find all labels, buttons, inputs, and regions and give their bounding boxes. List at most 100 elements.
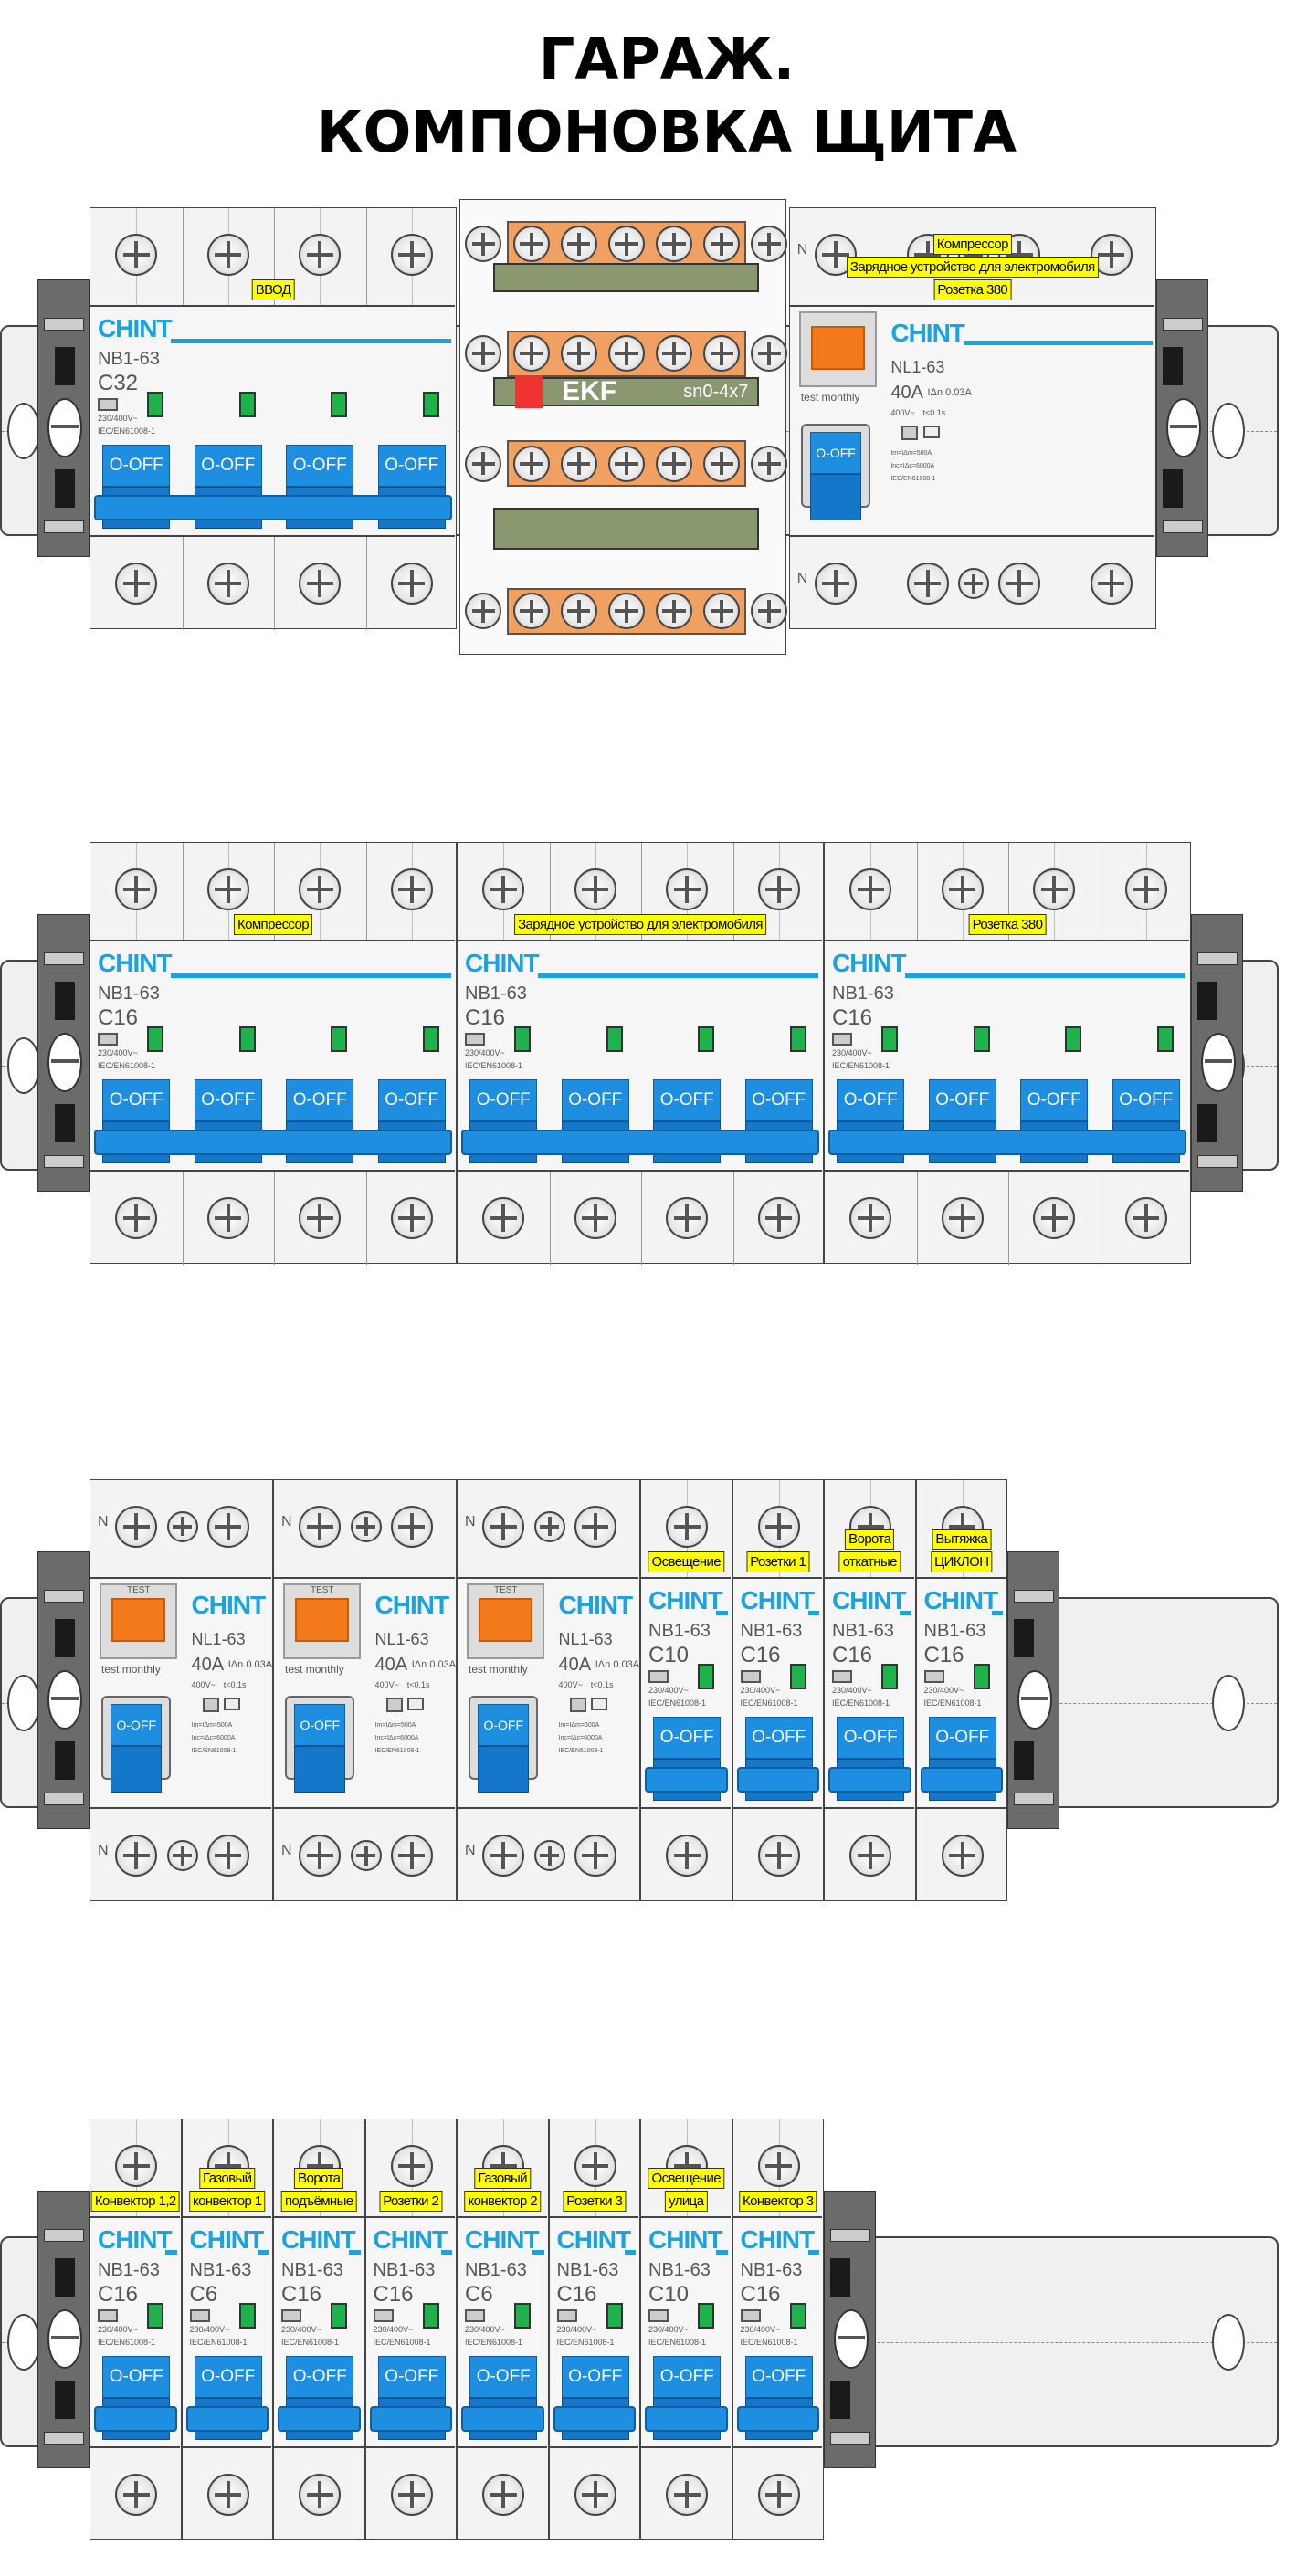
- toggle-lever[interactable]: O-OFF: [102, 1078, 171, 1121]
- toggle-lever-base[interactable]: [111, 1746, 163, 1793]
- terminal-screw-icon[interactable]: [299, 233, 342, 276]
- terminal-screw-icon[interactable]: [1090, 563, 1133, 605]
- toggle-link-bar[interactable]: [94, 495, 452, 520]
- toggle-lever[interactable]: O-OFF: [294, 1703, 346, 1747]
- toggle-lever[interactable]: O-OFF: [111, 1703, 163, 1747]
- clamp-screw-icon[interactable]: [1165, 397, 1201, 457]
- terminal-screw-icon[interactable]: [166, 1510, 198, 1542]
- terminal-screw-icon[interactable]: [482, 1505, 525, 1548]
- toggle-lever-base[interactable]: [294, 1746, 346, 1793]
- terminal-screw-icon[interactable]: [299, 2474, 342, 2517]
- terminal-screw-icon[interactable]: [390, 233, 433, 276]
- toggle-link-bar[interactable]: [553, 2406, 636, 2432]
- terminal-screw-icon[interactable]: [299, 1197, 342, 1240]
- terminal-screw-icon[interactable]: [656, 335, 693, 373]
- terminal-screw-icon[interactable]: [574, 2144, 616, 2187]
- terminal-screw-icon[interactable]: [465, 226, 502, 263]
- terminal-screw-icon[interactable]: [574, 1197, 616, 1240]
- terminal-screw-icon[interactable]: [1124, 867, 1167, 910]
- clamp-screw-icon[interactable]: [1017, 1669, 1052, 1730]
- toggle-link-bar[interactable]: [828, 1767, 911, 1793]
- toggle-lever-base[interactable]: [809, 474, 862, 520]
- toggle-link-bar[interactable]: [461, 1130, 819, 1155]
- terminal-screw-icon[interactable]: [482, 2474, 525, 2517]
- terminal-screw-icon[interactable]: [390, 2474, 433, 2517]
- toggle-link-bar[interactable]: [185, 2406, 269, 2432]
- terminal-screw-icon[interactable]: [941, 867, 984, 910]
- toggle-lever[interactable]: O-OFF: [194, 1078, 262, 1121]
- terminal-screw-icon[interactable]: [115, 1835, 158, 1877]
- toggle-link-bar[interactable]: [369, 2406, 452, 2432]
- toggle-lever[interactable]: O-OFF: [286, 1078, 354, 1121]
- toggle-lever[interactable]: O-OFF: [377, 444, 446, 487]
- clamp-screw-icon[interactable]: [47, 397, 82, 457]
- terminal-screw-icon[interactable]: [574, 867, 616, 910]
- clamp-screw-icon[interactable]: [47, 1032, 82, 1092]
- terminal-screw-icon[interactable]: [751, 335, 788, 373]
- test-button[interactable]: [295, 1598, 350, 1642]
- terminal-screw-icon[interactable]: [115, 867, 158, 910]
- terminal-screw-icon[interactable]: [350, 1510, 382, 1542]
- terminal-screw-icon[interactable]: [512, 593, 550, 630]
- toggle-lever[interactable]: O-OFF: [377, 2355, 446, 2398]
- toggle-link-bar[interactable]: [920, 1767, 1003, 1793]
- terminal-screw-icon[interactable]: [206, 1197, 249, 1240]
- toggle-lever[interactable]: O-OFF: [102, 2355, 171, 2398]
- terminal-screw-icon[interactable]: [607, 335, 645, 373]
- toggle-link-bar[interactable]: [94, 1130, 452, 1155]
- terminal-screw-icon[interactable]: [757, 2144, 800, 2187]
- toggle-lever[interactable]: O-OFF: [744, 1078, 813, 1121]
- terminal-screw-icon[interactable]: [482, 1197, 525, 1240]
- terminal-screw-icon[interactable]: [166, 1840, 198, 1872]
- toggle-lever[interactable]: O-OFF: [102, 444, 171, 487]
- toggle-lever[interactable]: O-OFF: [561, 2355, 629, 2398]
- terminal-screw-icon[interactable]: [560, 335, 597, 373]
- terminal-screw-icon[interactable]: [299, 1505, 342, 1548]
- toggle-lever[interactable]: O-OFF: [1020, 1078, 1089, 1121]
- terminal-screw-icon[interactable]: [1124, 1197, 1167, 1240]
- terminal-screw-icon[interactable]: [757, 1505, 800, 1548]
- terminal-screw-icon[interactable]: [482, 1835, 525, 1877]
- terminal-screw-icon[interactable]: [656, 226, 693, 263]
- end-clamp[interactable]: [37, 1551, 90, 1830]
- terminal-screw-icon[interactable]: [390, 563, 433, 605]
- terminal-screw-icon[interactable]: [666, 2474, 709, 2517]
- toggle-lever[interactable]: O-OFF: [837, 1078, 905, 1121]
- terminal-screw-icon[interactable]: [757, 2474, 800, 2517]
- terminal-screw-icon[interactable]: [533, 1510, 565, 1542]
- terminal-screw-icon[interactable]: [666, 1835, 709, 1877]
- test-button[interactable]: [111, 1598, 166, 1642]
- end-clamp[interactable]: [1191, 913, 1243, 1193]
- terminal-screw-icon[interactable]: [560, 445, 597, 482]
- terminal-screw-icon[interactable]: [906, 563, 949, 605]
- terminal-screw-icon[interactable]: [533, 1840, 565, 1872]
- terminal-screw-icon[interactable]: [390, 867, 433, 910]
- toggle-lever[interactable]: O-OFF: [809, 431, 862, 475]
- terminal-screw-icon[interactable]: [115, 563, 158, 605]
- terminal-screw-icon[interactable]: [299, 563, 342, 605]
- toggle-lever[interactable]: O-OFF: [653, 1078, 722, 1121]
- terminal-screw-icon[interactable]: [206, 867, 249, 910]
- toggle-link-bar[interactable]: [828, 1130, 1186, 1155]
- toggle-link-bar[interactable]: [736, 1767, 819, 1793]
- toggle-lever[interactable]: O-OFF: [469, 1078, 538, 1121]
- terminal-screw-icon[interactable]: [115, 1197, 158, 1240]
- terminal-screw-icon[interactable]: [703, 335, 741, 373]
- toggle-link-bar[interactable]: [94, 2406, 177, 2432]
- terminal-screw-icon[interactable]: [998, 563, 1041, 605]
- terminal-screw-icon[interactable]: [849, 867, 892, 910]
- terminal-screw-icon[interactable]: [607, 445, 645, 482]
- terminal-screw-icon[interactable]: [465, 335, 502, 373]
- terminal-screw-icon[interactable]: [115, 233, 158, 276]
- terminal-screw-icon[interactable]: [751, 593, 788, 630]
- terminal-screw-icon[interactable]: [115, 2144, 158, 2187]
- toggle-lever[interactable]: O-OFF: [837, 1716, 905, 1759]
- terminal-screw-icon[interactable]: [757, 867, 800, 910]
- toggle-lever[interactable]: O-OFF: [194, 444, 262, 487]
- terminal-screw-icon[interactable]: [390, 1835, 433, 1877]
- terminal-screw-icon[interactable]: [751, 445, 788, 482]
- terminal-screw-icon[interactable]: [1033, 1197, 1076, 1240]
- terminal-screw-icon[interactable]: [1090, 233, 1133, 276]
- toggle-lever[interactable]: O-OFF: [928, 1716, 996, 1759]
- toggle-lever-base[interactable]: [478, 1746, 530, 1793]
